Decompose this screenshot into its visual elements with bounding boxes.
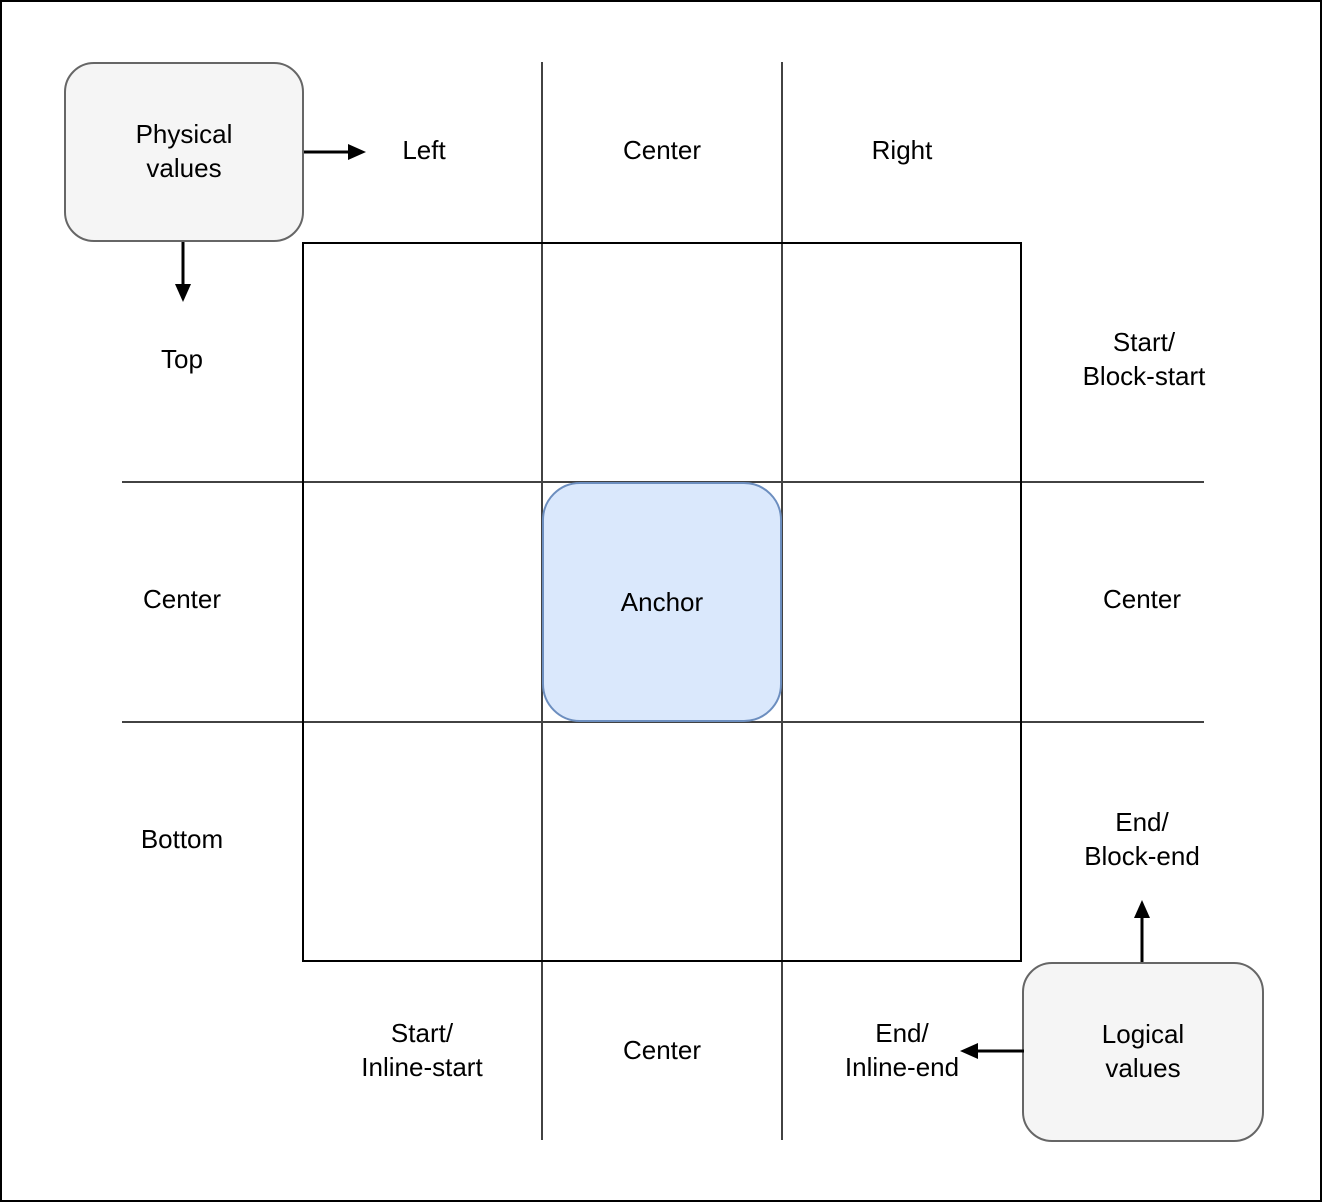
label-middle-center-left: Center (142, 584, 222, 615)
anchor-box: Anchor (542, 482, 782, 722)
anchor-box-label: Anchor (620, 586, 704, 617)
label-bottom: Bottom (140, 824, 224, 855)
logical-values-label: Logical values (1101, 1019, 1185, 1083)
label-start-inline-start: Start/ Inline-start (361, 1018, 483, 1082)
grid-horizontal-line-bottom (122, 721, 1204, 723)
arrow-left-icon (960, 1043, 1024, 1059)
physical-values-label: Physical values (135, 119, 233, 183)
arrow-up-icon (1134, 900, 1150, 962)
label-right: Right (871, 135, 933, 166)
label-top: Top (161, 344, 203, 375)
physical-values-box: Physical values (64, 62, 304, 242)
label-bottom-center: Center (622, 1035, 702, 1066)
label-end-block-end: End/ Block-end (1084, 807, 1200, 871)
label-left: Left (402, 135, 446, 166)
arrow-right-icon (304, 144, 366, 160)
label-start-block-start: Start/ Block-start (1082, 327, 1206, 391)
label-middle-center-right: Center (1102, 584, 1182, 615)
containing-block-square (302, 242, 1022, 962)
arrow-down-icon (175, 242, 191, 302)
label-end-inline-end: End/ Inline-end (844, 1018, 960, 1082)
grid-vertical-line-right (781, 62, 783, 1140)
label-top-center: Center (622, 135, 702, 166)
logical-values-box: Logical values (1022, 962, 1264, 1142)
